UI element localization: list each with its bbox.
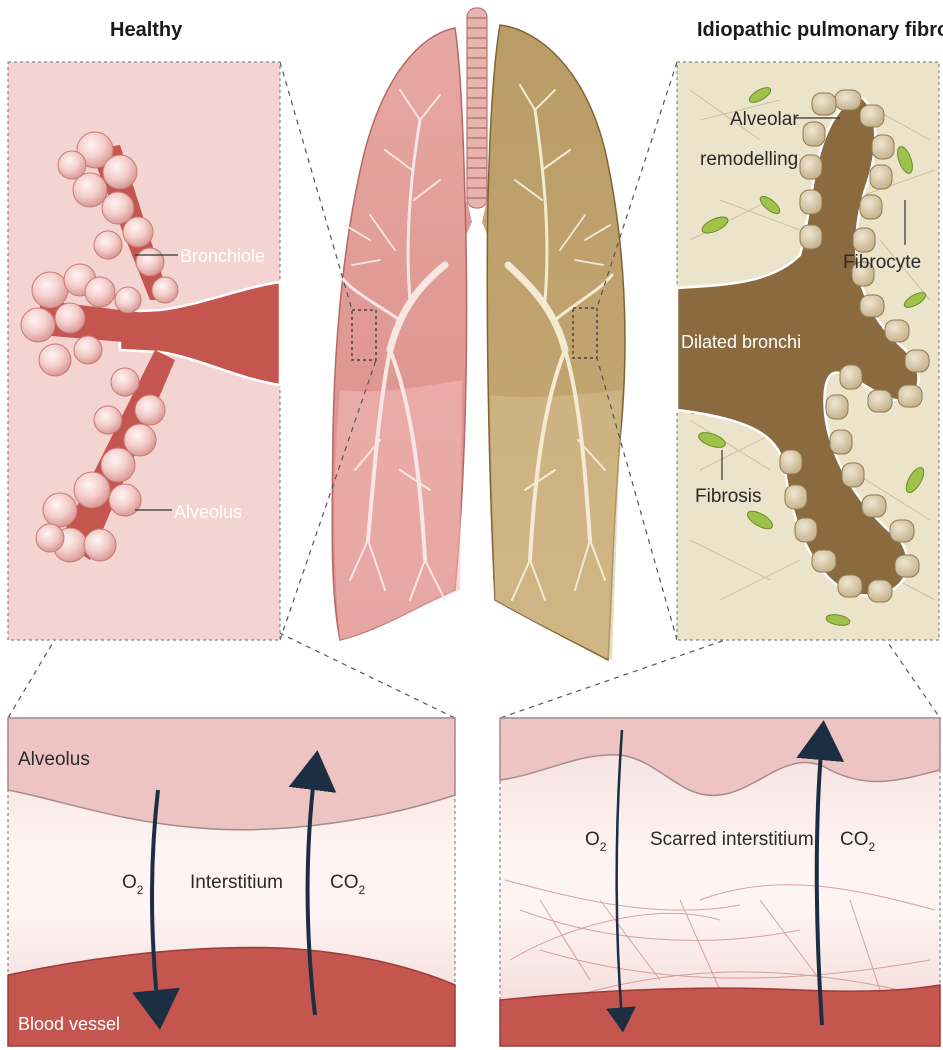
fibrosis-label: Fibrosis (695, 486, 762, 507)
fibrocyte-label: Fibrocyte (843, 252, 921, 273)
fibrosis-title: Idiopathic pulmonary fibrosis (697, 19, 943, 41)
scarred-interstitium-label: Scarred interstitium (650, 829, 814, 850)
fibrosis-blood-vessel (500, 985, 940, 1046)
healthy-zoom-panel: Bronchiole Alveolus (8, 62, 280, 640)
alveolar-remodelling-label-1: Alveolar (730, 109, 799, 130)
healthy-title: Healthy (110, 19, 183, 41)
healthy-detail-panel: Alveolus Interstitium Blood vessel O2 CO… (8, 718, 455, 1046)
lungs-illustration (332, 8, 625, 660)
alveolar-remodelling-label-2: remodelling (700, 149, 798, 170)
blood-vessel-label: Blood vessel (18, 1014, 120, 1034)
fibrosis-detail-panel: Scarred interstitium O2 CO2 (500, 718, 940, 1046)
healthy-alveolus-label: Alveolus (18, 749, 90, 770)
interstitium-label: Interstitium (190, 872, 283, 893)
bronchiole-label: Bronchiole (180, 246, 265, 266)
fibrosis-zoom-panel: Alveolar remodelling Fibrocyte Dilated b… (677, 62, 939, 640)
dilated-bronchi-label: Dilated bronchi (681, 332, 801, 352)
alveolus-label: Alveolus (174, 502, 242, 522)
